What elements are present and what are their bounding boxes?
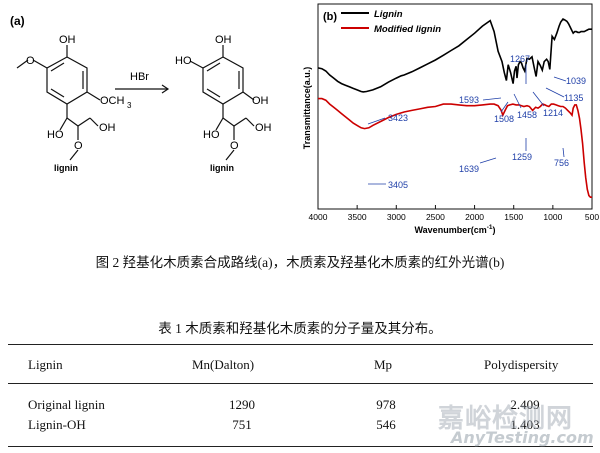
annot-1214: 1214 (532, 91, 563, 118)
row2-sample: Lignin-OH (28, 417, 86, 432)
reactant-ether-o: O (74, 140, 83, 152)
scheme-panel-label: (a) (10, 14, 25, 28)
annot-1267-label: 1267 (510, 54, 530, 64)
x-tick-label-4000: 4000 (309, 212, 328, 222)
reactant-methoxy-o: O (26, 55, 35, 67)
reactant-ho-chain: HO (47, 129, 64, 141)
plot-frame (317, 3, 593, 210)
product-lignin-label: lignin (210, 163, 234, 173)
annot-1639: 1639 (459, 157, 497, 174)
series-line-modified-lignin (318, 97, 592, 198)
annot-3423-label: 3423 (388, 113, 408, 123)
table-header-mn: Mn(Dalton) (192, 357, 255, 372)
legend-label-modified: Modified lignin (374, 24, 441, 35)
row2-polydispersity: 1.403 (510, 417, 540, 432)
annot-1508: 1508 (494, 101, 514, 124)
row2-mn: 751 (232, 417, 252, 432)
table-header-rule (8, 383, 593, 384)
row1-mn: 1290 (229, 397, 255, 412)
x-tick-label-1500: 1500 (504, 212, 523, 222)
annot-3405: 3405 (368, 180, 408, 190)
x-tick-label-2000: 2000 (465, 212, 484, 222)
reactant-och3-sub: 3 (127, 101, 132, 110)
table-header-mp: Mp (374, 357, 393, 372)
annot-1214-label: 1214 (543, 108, 563, 118)
annot-1135: 1135 (545, 87, 583, 103)
reactant-och3-text: OCH (100, 95, 125, 107)
annot-756: 756 (554, 147, 569, 168)
row2-mp: 546 (376, 417, 396, 432)
annot-1593-label: 1593 (459, 95, 479, 105)
annot-1458-label: 1458 (517, 110, 537, 120)
watermark-en: AnyTesting.com (451, 428, 594, 447)
product-ho-left: HO (175, 55, 192, 67)
product-oh-top: OH (215, 34, 232, 46)
annot-1039-label: 1039 (566, 76, 586, 86)
annot-1267: 1267 (510, 54, 530, 84)
annot-3423: 3423 (367, 113, 408, 125)
table-bottom-rule (8, 446, 593, 447)
annot-1639-label: 1639 (459, 164, 479, 174)
table-top-rule (8, 344, 593, 345)
annot-1039: 1039 (553, 76, 586, 86)
annot-3405-label: 3405 (388, 180, 408, 190)
x-axis-label: Wavenumber(cm-1) (415, 224, 496, 235)
reactant-oh-top: OH (59, 34, 76, 46)
legend-label-lignin: Lignin (374, 9, 403, 20)
table-caption: 表 1 木质素和羟基化木质素的分子量及其分布。 (158, 321, 442, 336)
row1-sample: Original lignin (28, 397, 105, 412)
reactant-structure (16, 45, 101, 161)
annot-1259: 1259 (512, 138, 532, 162)
reaction-arrow (115, 84, 170, 94)
row1-polydispersity: 2.409 (510, 397, 540, 412)
reactant-oh-chain: OH (99, 122, 116, 134)
table-header-polydispersity: Polydispersity (484, 357, 559, 372)
product-ho-chain: HO (203, 129, 220, 141)
ir-panel-label: (b) (323, 11, 337, 23)
annot-1259-label: 1259 (512, 152, 532, 162)
series-line-lignin (317, 17, 592, 93)
table-header-lignin: Lignin (28, 357, 63, 372)
x-tick-label-3000: 3000 (387, 212, 406, 222)
watermark-cn: 嘉峪检测网 (438, 404, 574, 434)
product-ether-o: O (230, 140, 239, 152)
reagent-label: HBr (130, 71, 149, 83)
x-tick-label-1000: 1000 (543, 212, 562, 222)
ir-spectrum-chart: (b) Lignin Modified lignin 4000 3500 3000 2… (302, 3, 599, 235)
product-oh-chain: OH (255, 122, 272, 134)
synthesis-scheme: (a) OH O OCH 3 HO OH O lignin HBr (10, 14, 272, 173)
row1-mp: 978 (376, 397, 396, 412)
annot-1135-label: 1135 (564, 93, 583, 103)
figure-caption: 图 2 羟基化木质素合成路线(a)，木质素及羟基化木质素的红外光谱(b) (95, 255, 505, 270)
annot-1593: 1593 (459, 95, 502, 105)
x-tick-label-500: 500 (585, 212, 599, 222)
peak-annotations: 3423 1593 1508 1267 1458 1214 1039 1135 (367, 54, 586, 190)
y-axis-label: Transmittance(a.u.) (302, 67, 312, 150)
x-tick-label-2500: 2500 (426, 212, 445, 222)
product-structure (189, 45, 255, 161)
product-oh-right: OH (252, 95, 269, 107)
x-axis-ticks: 4000 3500 3000 2500 2000 1500 1000 500 (309, 205, 599, 222)
annot-1508-label: 1508 (494, 114, 514, 124)
annot-756-label: 756 (554, 158, 569, 168)
x-tick-label-3500: 3500 (348, 212, 367, 222)
reactant-och3: OCH 3 (100, 95, 132, 110)
reactant-lignin-label: lignin (54, 163, 78, 173)
annot-1458: 1458 (513, 93, 537, 120)
legend: Lignin Modified lignin (341, 9, 441, 35)
